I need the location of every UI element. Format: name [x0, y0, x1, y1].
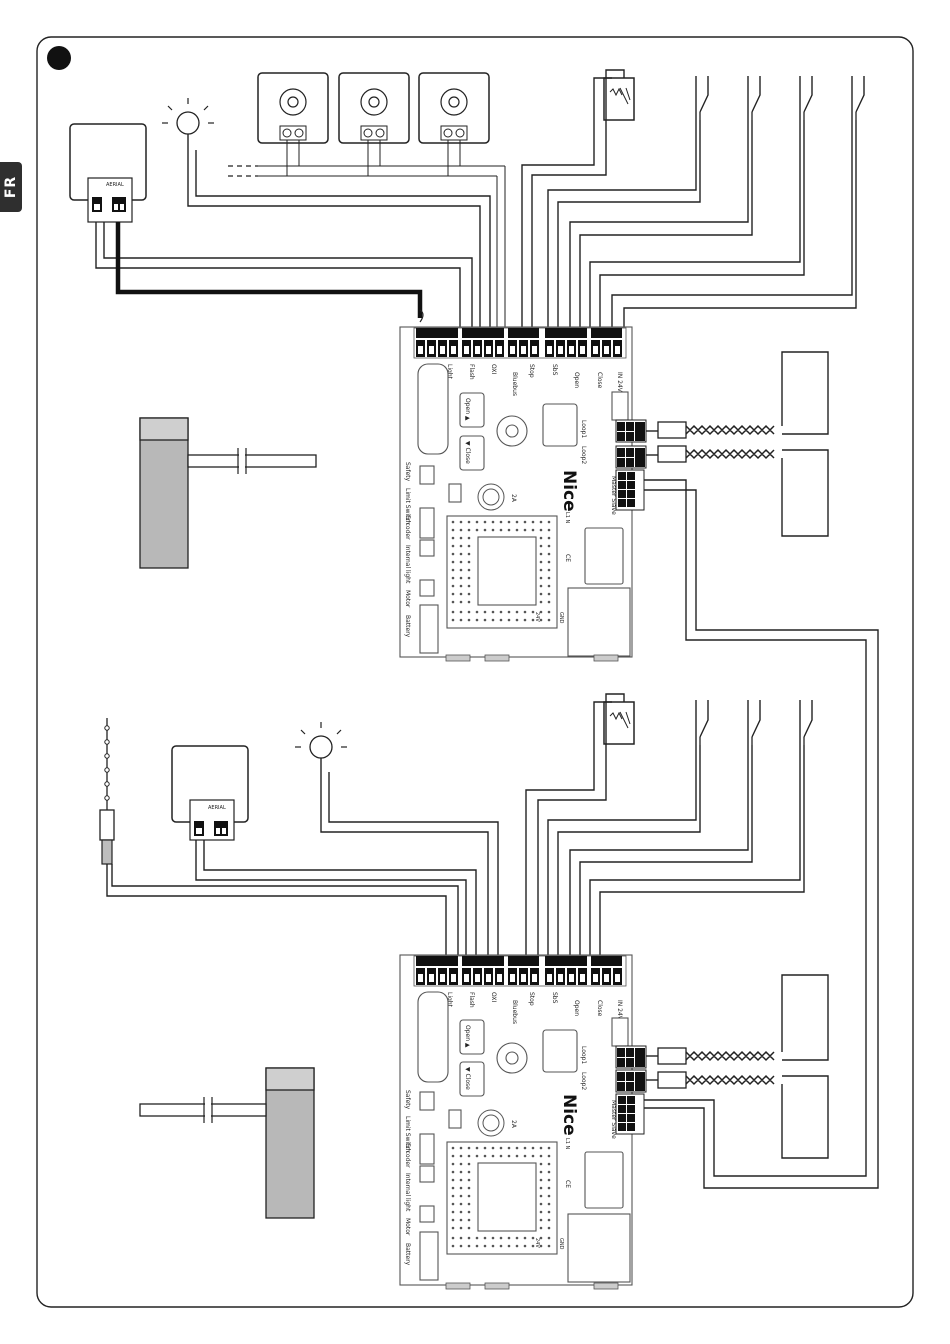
perforated-grid-1 — [451, 520, 551, 622]
label-sbs-1: SbS — [551, 364, 558, 376]
label-gnd-2: GND — [558, 1238, 564, 1250]
label-safety-1: Safety — [404, 462, 411, 482]
loop-detector-2 — [646, 974, 829, 1159]
label-stop-2: Stop — [528, 992, 535, 1006]
photocell-3 — [418, 72, 490, 144]
label-battery-1: Battery — [404, 615, 411, 638]
ce-mark-1: CE — [564, 554, 571, 562]
ce-mark-2: CE — [564, 1180, 571, 1188]
label-in24v-1: IN 24V — [616, 372, 623, 393]
label-encoder-2: Encoder — [404, 1143, 411, 1168]
label-loop2-1: Loop2 — [580, 446, 587, 464]
loop-terminals-2 — [615, 1045, 647, 1135]
label-limit-switch-1: Limit Switch — [404, 488, 411, 525]
label-internal-light-1: Internal light — [404, 545, 411, 584]
label-loop1-2: Loop1 — [580, 1046, 587, 1064]
label-loop1-1: Loop1 — [580, 420, 587, 438]
label-fuse-1: 2A — [510, 494, 517, 503]
close-button-2: ▼ Close — [464, 1067, 471, 1090]
label-battery-2: Battery — [404, 1243, 411, 1266]
label-24v-2: 24V — [534, 1238, 540, 1248]
label-motor-2: Motor — [404, 1218, 411, 1236]
label-close-2: Close — [596, 1000, 603, 1017]
close-button-1: ▼ Close — [464, 441, 471, 464]
label-loop2-2: Loop2 — [580, 1072, 587, 1090]
label-24v-1: 24V — [534, 612, 540, 622]
photocell-bus — [228, 140, 506, 330]
aerial-label-2: AERIAL — [208, 805, 226, 811]
label-light-1: Light — [446, 364, 453, 380]
label-model-1: L1 N — [564, 512, 570, 524]
brand-logo-1: Nice — [559, 470, 579, 512]
radio-receiver-2: AERIAL — [171, 745, 249, 841]
label-master-slave-1: Master Slave — [610, 476, 617, 515]
label-stop-1: Stop — [528, 364, 535, 378]
label-encoder-1: Encoder — [404, 515, 411, 540]
label-model-2: L1 N — [564, 1138, 570, 1150]
label-master-slave-2: Master Slave — [610, 1100, 617, 1139]
terminal-strip-1 — [413, 327, 627, 359]
label-oxi-2: OXI — [490, 992, 497, 1002]
pushbuttons-1 — [699, 76, 865, 120]
label-open-2: Open — [573, 1000, 580, 1016]
flashing-light-1 — [162, 98, 214, 150]
label-limit-switch-2: Limit Switch — [404, 1116, 411, 1153]
step-marker-dot — [47, 46, 71, 70]
open-button-2: Open ▲ — [464, 1025, 471, 1048]
pushbuttons-2 — [699, 700, 813, 745]
control-board-1: Light Flash OXI Bluebus Stop SbS Open Cl… — [399, 326, 647, 662]
photocell-1 — [257, 72, 329, 144]
label-bluebus-1: Bluebus — [511, 372, 518, 396]
label-close-1: Close — [596, 372, 603, 389]
label-in24v-2: IN 24V — [616, 1000, 623, 1021]
aerial-label-1: AERIAL — [106, 182, 124, 188]
label-flash-2: Flash — [468, 992, 475, 1008]
label-sbs-2: SbS — [551, 992, 558, 1004]
label-oxi-1: OXI — [490, 364, 497, 374]
perforated-grid-2 — [451, 1146, 551, 1248]
label-motor-1: Motor — [404, 590, 411, 608]
loop-terminals-1 — [615, 419, 647, 511]
key-selector-2 — [603, 701, 635, 745]
label-internal-light-2: Internal light — [404, 1173, 411, 1212]
key-selector-1 — [603, 77, 635, 121]
control-board-2: Light Flash OXI Bluebus Stop SbS Open Cl… — [399, 954, 647, 1290]
photocell-2 — [338, 72, 410, 144]
label-flash-1: Flash — [468, 364, 475, 380]
label-safety-2: Safety — [404, 1090, 411, 1110]
barrier-unit-1 — [139, 417, 317, 569]
label-open-1: Open — [573, 372, 580, 388]
radio-receiver-1: AERIAL — [69, 123, 147, 223]
label-bluebus-2: Bluebus — [511, 1000, 518, 1024]
brand-logo-2: Nice — [559, 1094, 579, 1136]
diagram-frame — [36, 36, 914, 1308]
label-light-2: Light — [446, 992, 453, 1008]
barrier-unit-2 — [139, 1067, 315, 1219]
antenna — [99, 718, 115, 865]
label-fuse-2: 2A — [510, 1120, 517, 1129]
open-button-1: Open ▲ — [464, 398, 471, 421]
terminal-strip-2 — [413, 955, 627, 987]
flashing-light-2 — [295, 722, 347, 772]
language-tab: FR — [0, 162, 22, 212]
loop-detector-1 — [646, 351, 829, 537]
label-gnd-1: GND — [558, 612, 564, 624]
